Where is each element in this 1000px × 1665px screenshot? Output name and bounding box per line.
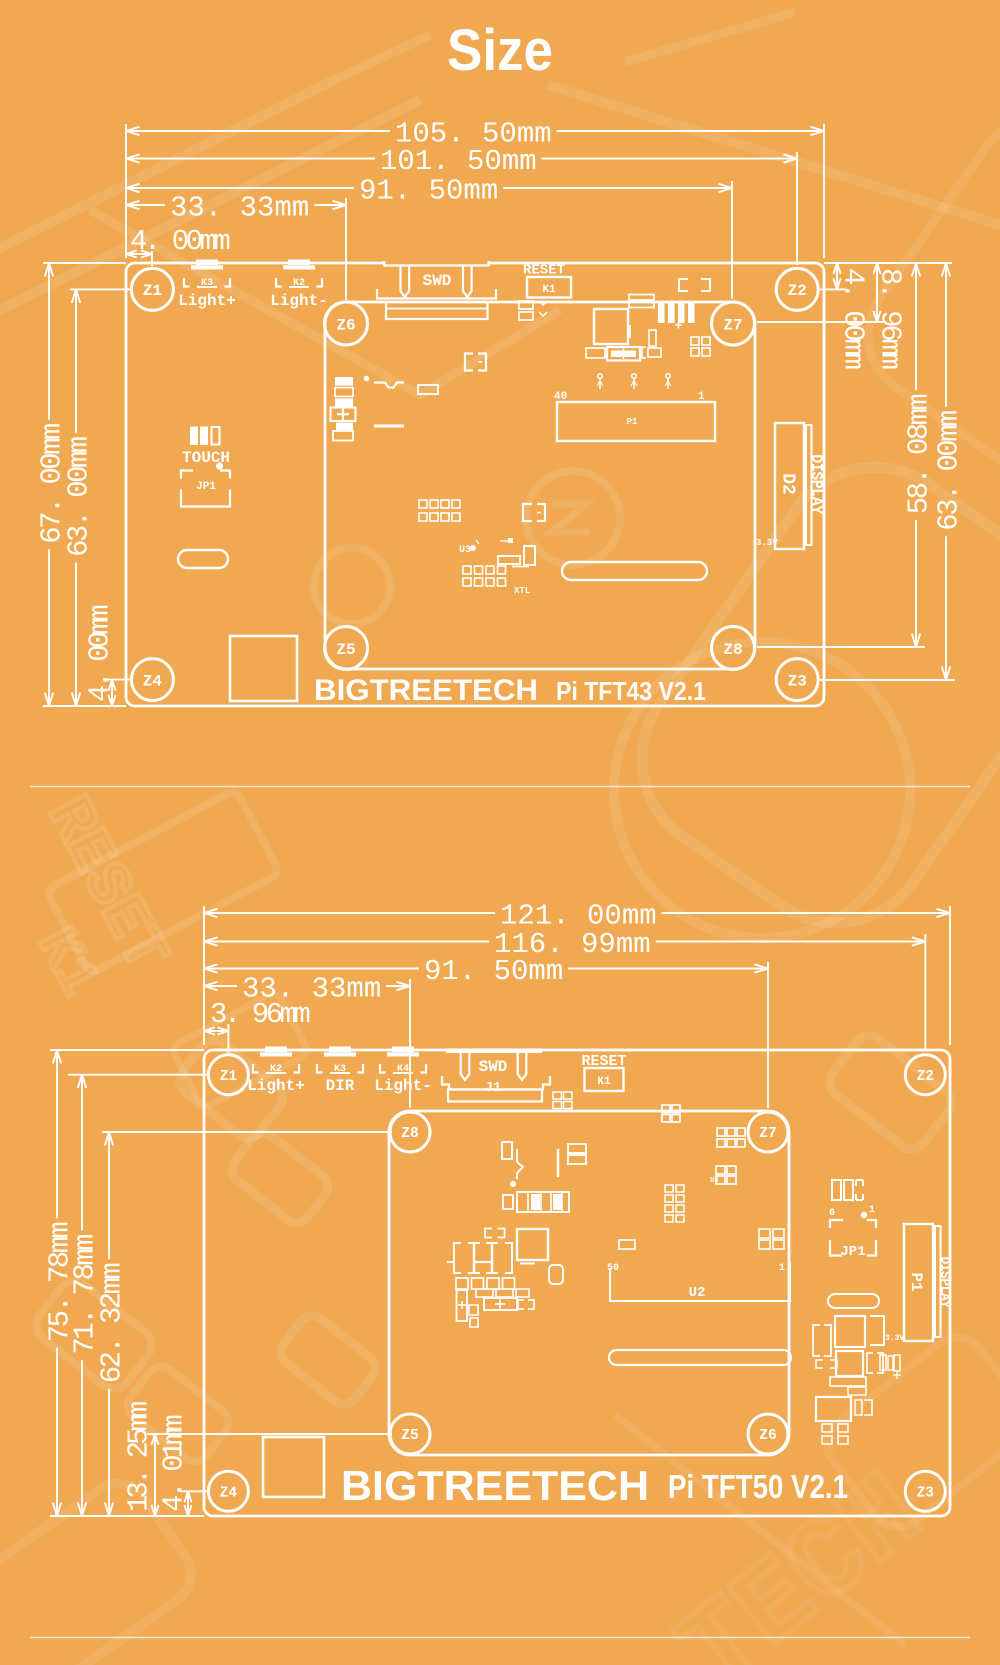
svg-text:116. 99mm: 116. 99mm	[494, 928, 651, 961]
svg-text:Light-: Light-	[374, 1077, 432, 1095]
svg-text:J1: J1	[485, 1080, 502, 1096]
svg-text:4. 01mm: 4. 01mm	[158, 1416, 191, 1512]
svg-text:Light-: Light-	[270, 292, 328, 310]
svg-text:75. 78mm: 75. 78mm	[44, 1223, 77, 1343]
svg-text:RESET: RESET	[523, 263, 565, 279]
svg-text:Z2: Z2	[917, 1069, 934, 1085]
svg-text:Light+: Light+	[247, 1077, 305, 1095]
svg-text:K1: K1	[597, 1076, 611, 1088]
svg-text:101. 50mm: 101. 50mm	[380, 145, 537, 178]
svg-text:3. 96mm: 3. 96mm	[210, 998, 309, 1031]
svg-text:Z8: Z8	[401, 1126, 418, 1142]
svg-text:33. 33mm: 33. 33mm	[242, 973, 381, 1006]
svg-text:91. 50mm: 91. 50mm	[359, 175, 498, 208]
svg-text:Z8: Z8	[723, 641, 742, 659]
svg-text:BIGTREETECH: BIGTREETECH	[341, 1462, 649, 1509]
svg-text:JP1: JP1	[196, 481, 216, 493]
svg-text:K1: K1	[542, 284, 556, 296]
svg-text:K4: K4	[397, 1064, 409, 1075]
svg-text:DISPLAY: DISPLAY	[808, 454, 825, 514]
svg-text:Pi TFT50 V2.1: Pi TFT50 V2.1	[668, 1468, 848, 1505]
svg-text:Z2: Z2	[788, 282, 807, 300]
svg-text:K2: K2	[293, 278, 305, 289]
svg-text:TOUCH: TOUCH	[182, 449, 230, 467]
svg-text:50: 50	[607, 1263, 619, 1274]
svg-text:U4: U4	[710, 1177, 718, 1185]
svg-text:33. 33mm: 33. 33mm	[170, 192, 309, 225]
svg-text:U2: U2	[689, 1285, 706, 1301]
svg-text:RESET: RESET	[581, 1053, 626, 1070]
svg-text:6: 6	[829, 1208, 835, 1219]
svg-text:13. 25mm: 13. 25mm	[123, 1402, 156, 1512]
svg-text:Z7: Z7	[759, 1126, 776, 1142]
svg-text:DIR: DIR	[326, 1077, 355, 1095]
svg-text:Z7: Z7	[723, 316, 742, 334]
svg-text:63. 00mm: 63. 00mm	[63, 437, 96, 557]
svg-text:67. 00mm: 67. 00mm	[36, 424, 69, 544]
svg-text:SWD: SWD	[479, 1058, 508, 1076]
svg-text:Z3: Z3	[788, 672, 807, 690]
svg-text:1: 1	[779, 1263, 785, 1274]
svg-text:Z6: Z6	[336, 316, 355, 334]
svg-text:4. 00mm: 4. 00mm	[837, 268, 870, 369]
svg-text:K3: K3	[334, 1064, 346, 1075]
svg-text:Light+: Light+	[178, 292, 236, 310]
svg-text:P1: P1	[907, 1272, 925, 1291]
svg-text:Z5: Z5	[401, 1428, 418, 1444]
svg-text:1: 1	[869, 1205, 875, 1216]
svg-text:Z4: Z4	[220, 1486, 238, 1502]
svg-text:Z4: Z4	[143, 672, 163, 690]
svg-text:Z6: Z6	[759, 1428, 776, 1444]
svg-text:Z1: Z1	[220, 1069, 238, 1085]
svg-text:XTL: XTL	[514, 586, 530, 596]
svg-text:Pi TFT43 V2.1: Pi TFT43 V2.1	[556, 676, 706, 706]
svg-text:Z1: Z1	[143, 282, 162, 300]
svg-text:4. 00mm: 4. 00mm	[84, 606, 117, 702]
svg-text:BIGTREETECH: BIGTREETECH	[314, 674, 538, 707]
svg-text:8. 96mm: 8. 96mm	[874, 268, 907, 369]
svg-text:P1: P1	[627, 417, 638, 427]
svg-text:105. 50mm: 105. 50mm	[395, 118, 552, 151]
svg-text:DISPLAY: DISPLAY	[937, 1256, 952, 1308]
svg-text:Z3: Z3	[917, 1486, 934, 1502]
svg-text:58. 08mm: 58. 08mm	[903, 395, 936, 515]
svg-text:K2: K2	[270, 1064, 282, 1075]
svg-text:K3: K3	[201, 278, 213, 289]
svg-text:1: 1	[698, 391, 705, 403]
svg-text:3.3V: 3.3V	[885, 1334, 904, 1343]
svg-text:63. 00mm: 63. 00mm	[933, 411, 966, 531]
svg-text:3.3V: 3.3V	[756, 538, 778, 548]
svg-text:91. 50mm: 91. 50mm	[424, 955, 563, 988]
svg-text:40: 40	[554, 391, 567, 403]
svg-text:SWD: SWD	[423, 272, 452, 290]
svg-text:JP1: JP1	[840, 1244, 865, 1260]
svg-text:U3: U3	[459, 545, 471, 556]
svg-text:71. 78mm: 71. 78mm	[69, 1235, 102, 1355]
svg-text:121. 00mm: 121. 00mm	[500, 900, 657, 933]
svg-text:62. 32mm: 62. 32mm	[96, 1264, 129, 1384]
svg-text:D2: D2	[778, 473, 798, 495]
svg-text:Size: Size	[447, 18, 553, 83]
svg-text:Z5: Z5	[336, 641, 355, 659]
